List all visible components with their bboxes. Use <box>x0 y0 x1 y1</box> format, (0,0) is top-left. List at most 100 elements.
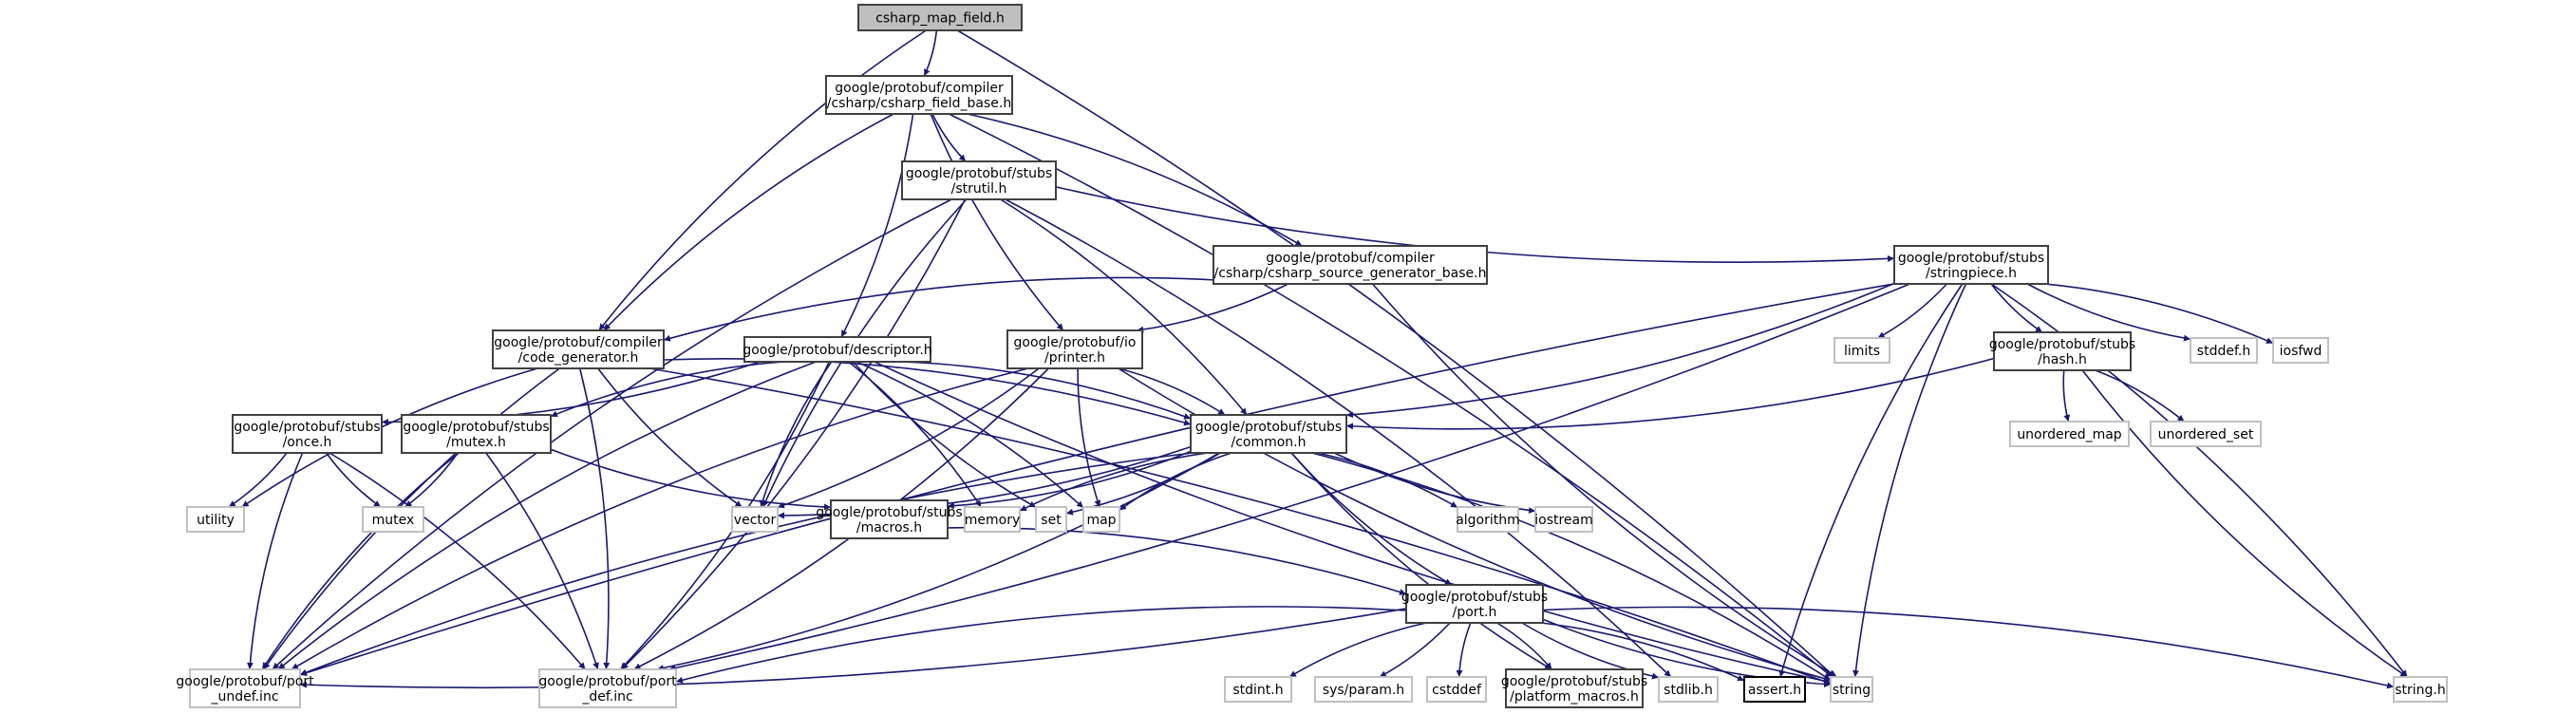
node-box <box>1426 676 1487 703</box>
node-box <box>1893 245 2049 285</box>
node-box <box>1405 584 1544 624</box>
node-mutex-h[interactable]: google/protobuf/stubs/mutex.h <box>401 414 552 454</box>
edge-once-to-port_undef <box>246 452 304 670</box>
node-descriptor[interactable]: google/protobuf/descriptor.h <box>743 336 932 363</box>
node-box <box>1006 329 1143 369</box>
node-string: string <box>1830 676 1873 703</box>
node-common[interactable]: google/protobuf/stubs/common.h <box>1190 414 1347 454</box>
node-label: google/protobuf/port <box>538 674 677 689</box>
node-label: _def.inc <box>581 689 632 705</box>
node-box <box>1457 506 1519 533</box>
node-label: cstddef <box>1432 683 1482 698</box>
edge-mutex_h-to-mutex <box>404 452 459 508</box>
edge-root-to-field_base <box>923 29 938 77</box>
node-label: google/protobuf/stubs <box>234 420 380 435</box>
edge-stringpiece-to-string <box>1852 283 1967 678</box>
node-vector: vector <box>731 506 779 533</box>
node-box <box>830 499 949 539</box>
node-label: /hash.h <box>2038 352 2087 367</box>
node-label: mutex <box>372 513 415 528</box>
edge-printer-to-common <box>1118 367 1226 416</box>
node-memory: memory <box>964 506 1021 533</box>
edge-field_base-to-printer <box>930 113 1064 331</box>
node-box <box>186 506 245 533</box>
node-label: /stringpiece.h <box>1926 266 2017 281</box>
edge-hash-to-unordered_set <box>2095 369 2185 423</box>
edge-srcgen_base-to-string <box>1371 283 1838 678</box>
node-box <box>232 414 383 454</box>
edge-mutex_h-to-port_undef <box>261 452 460 670</box>
edge-common-to-port_undef <box>299 452 1193 676</box>
edge-port-to-string_h <box>1542 606 2395 689</box>
edge-strutil-to-port_undef <box>272 198 952 670</box>
node-label: /port.h <box>1453 605 1497 620</box>
edge-once-to-mutex <box>325 452 382 508</box>
edge-descriptor-to-map <box>856 361 1084 509</box>
node-root[interactable]: csharp_map_field.h <box>857 4 1023 31</box>
node-label: google/protobuf/stubs <box>1195 420 1342 435</box>
node-label: stddef.h <box>2197 344 2250 359</box>
node-stringpiece[interactable]: google/protobuf/stubs/stringpiece.h <box>1893 245 2049 285</box>
edge-stringpiece-to-stddef <box>2026 283 2191 342</box>
node-label: map <box>1086 513 1116 528</box>
edge-code_generator-to-utility <box>241 367 538 508</box>
node-label: google/protobuf/stubs <box>1401 590 1548 605</box>
edge-mutex_h-to-macros <box>550 448 832 511</box>
node-iostream: iostream <box>1534 506 1593 533</box>
edge-descriptor-to-vector <box>759 361 833 508</box>
edge-descriptor-to-mutex_h <box>550 361 785 418</box>
node-once[interactable]: google/protobuf/stubs/once.h <box>232 414 383 454</box>
edge-strutil-to-common <box>1000 198 1248 416</box>
node-box <box>1993 331 2132 371</box>
node-label: algorithm <box>1456 513 1520 528</box>
node-label: /code_generator.h <box>518 350 639 366</box>
node-field-base[interactable]: google/protobuf/compiler/csharp/csharp_f… <box>825 75 1013 115</box>
node-platform-macros[interactable]: google/protobuf/stubs/platform_macros.h <box>1501 668 1647 708</box>
node-strutil[interactable]: google/protobuf/stubs/strutil.h <box>901 160 1057 200</box>
edge-common-to-platform_macros <box>1290 452 1552 670</box>
node-label: /csharp/csharp_field_base.h <box>827 96 1012 111</box>
edge-descriptor-to-once <box>381 361 761 426</box>
node-label: iostream <box>1534 513 1593 528</box>
edge-stringpiece-to-assert <box>1778 283 1964 678</box>
node-limits: limits <box>1833 337 1890 364</box>
node-mutex: mutex <box>362 506 424 533</box>
node-macros[interactable]: google/protobuf/stubs/macros.h <box>816 499 963 539</box>
edge-stringpiece-to-port_undef <box>299 283 1895 676</box>
edge-common-to-string <box>1311 452 1832 682</box>
node-box <box>1035 506 1067 533</box>
node-box <box>743 336 931 363</box>
edge-hash-to-unordered_map <box>2062 369 2071 423</box>
node-srcgen-base[interactable]: google/protobuf/compiler/csharp/csharp_s… <box>1213 245 1488 285</box>
node-label: string.h <box>2395 683 2446 698</box>
node-label: utility <box>197 513 235 528</box>
edge-port-to-port_def <box>675 606 1407 684</box>
node-code-generator[interactable]: google/protobuf/compiler/code_generator.… <box>492 329 665 369</box>
node-box <box>401 414 552 454</box>
edge-srcgen_base-to-code_generator <box>663 276 1214 342</box>
edge-stringpiece-to-port_def <box>668 283 1910 671</box>
node-box <box>2190 337 2258 364</box>
node-label: google/protobuf/compiler <box>1266 251 1435 266</box>
node-box <box>2150 421 2262 447</box>
node-label: stdint.h <box>1232 683 1283 698</box>
edge-macros-to-port <box>947 526 1407 595</box>
node-port[interactable]: google/protobuf/stubs/port.h <box>1401 584 1548 624</box>
edge-descriptor-to-set <box>852 361 1037 508</box>
edge-code_generator-to-vector <box>597 367 743 508</box>
node-box <box>901 160 1057 200</box>
node-box <box>964 506 1021 533</box>
node-box <box>538 668 677 708</box>
node-printer[interactable]: google/protobuf/io/printer.h <box>1006 329 1143 369</box>
node-box <box>1190 414 1347 454</box>
edge-common-to-memory <box>1019 452 1208 512</box>
node-label: string <box>1833 683 1871 698</box>
node-hash[interactable]: google/protobuf/stubs/hash.h <box>1989 331 2135 371</box>
edge-field_base-to-code_generator <box>603 113 894 331</box>
edge-field_base-to-descriptor <box>840 113 914 338</box>
edge-descriptor-to-memory <box>848 361 982 508</box>
node-assert[interactable]: assert.h <box>1743 676 1806 703</box>
node-label: /mutex.h <box>446 435 506 450</box>
edge-descriptor-to-string <box>874 361 1832 685</box>
edge-stringpiece-to-iosfwd <box>2044 283 2274 345</box>
